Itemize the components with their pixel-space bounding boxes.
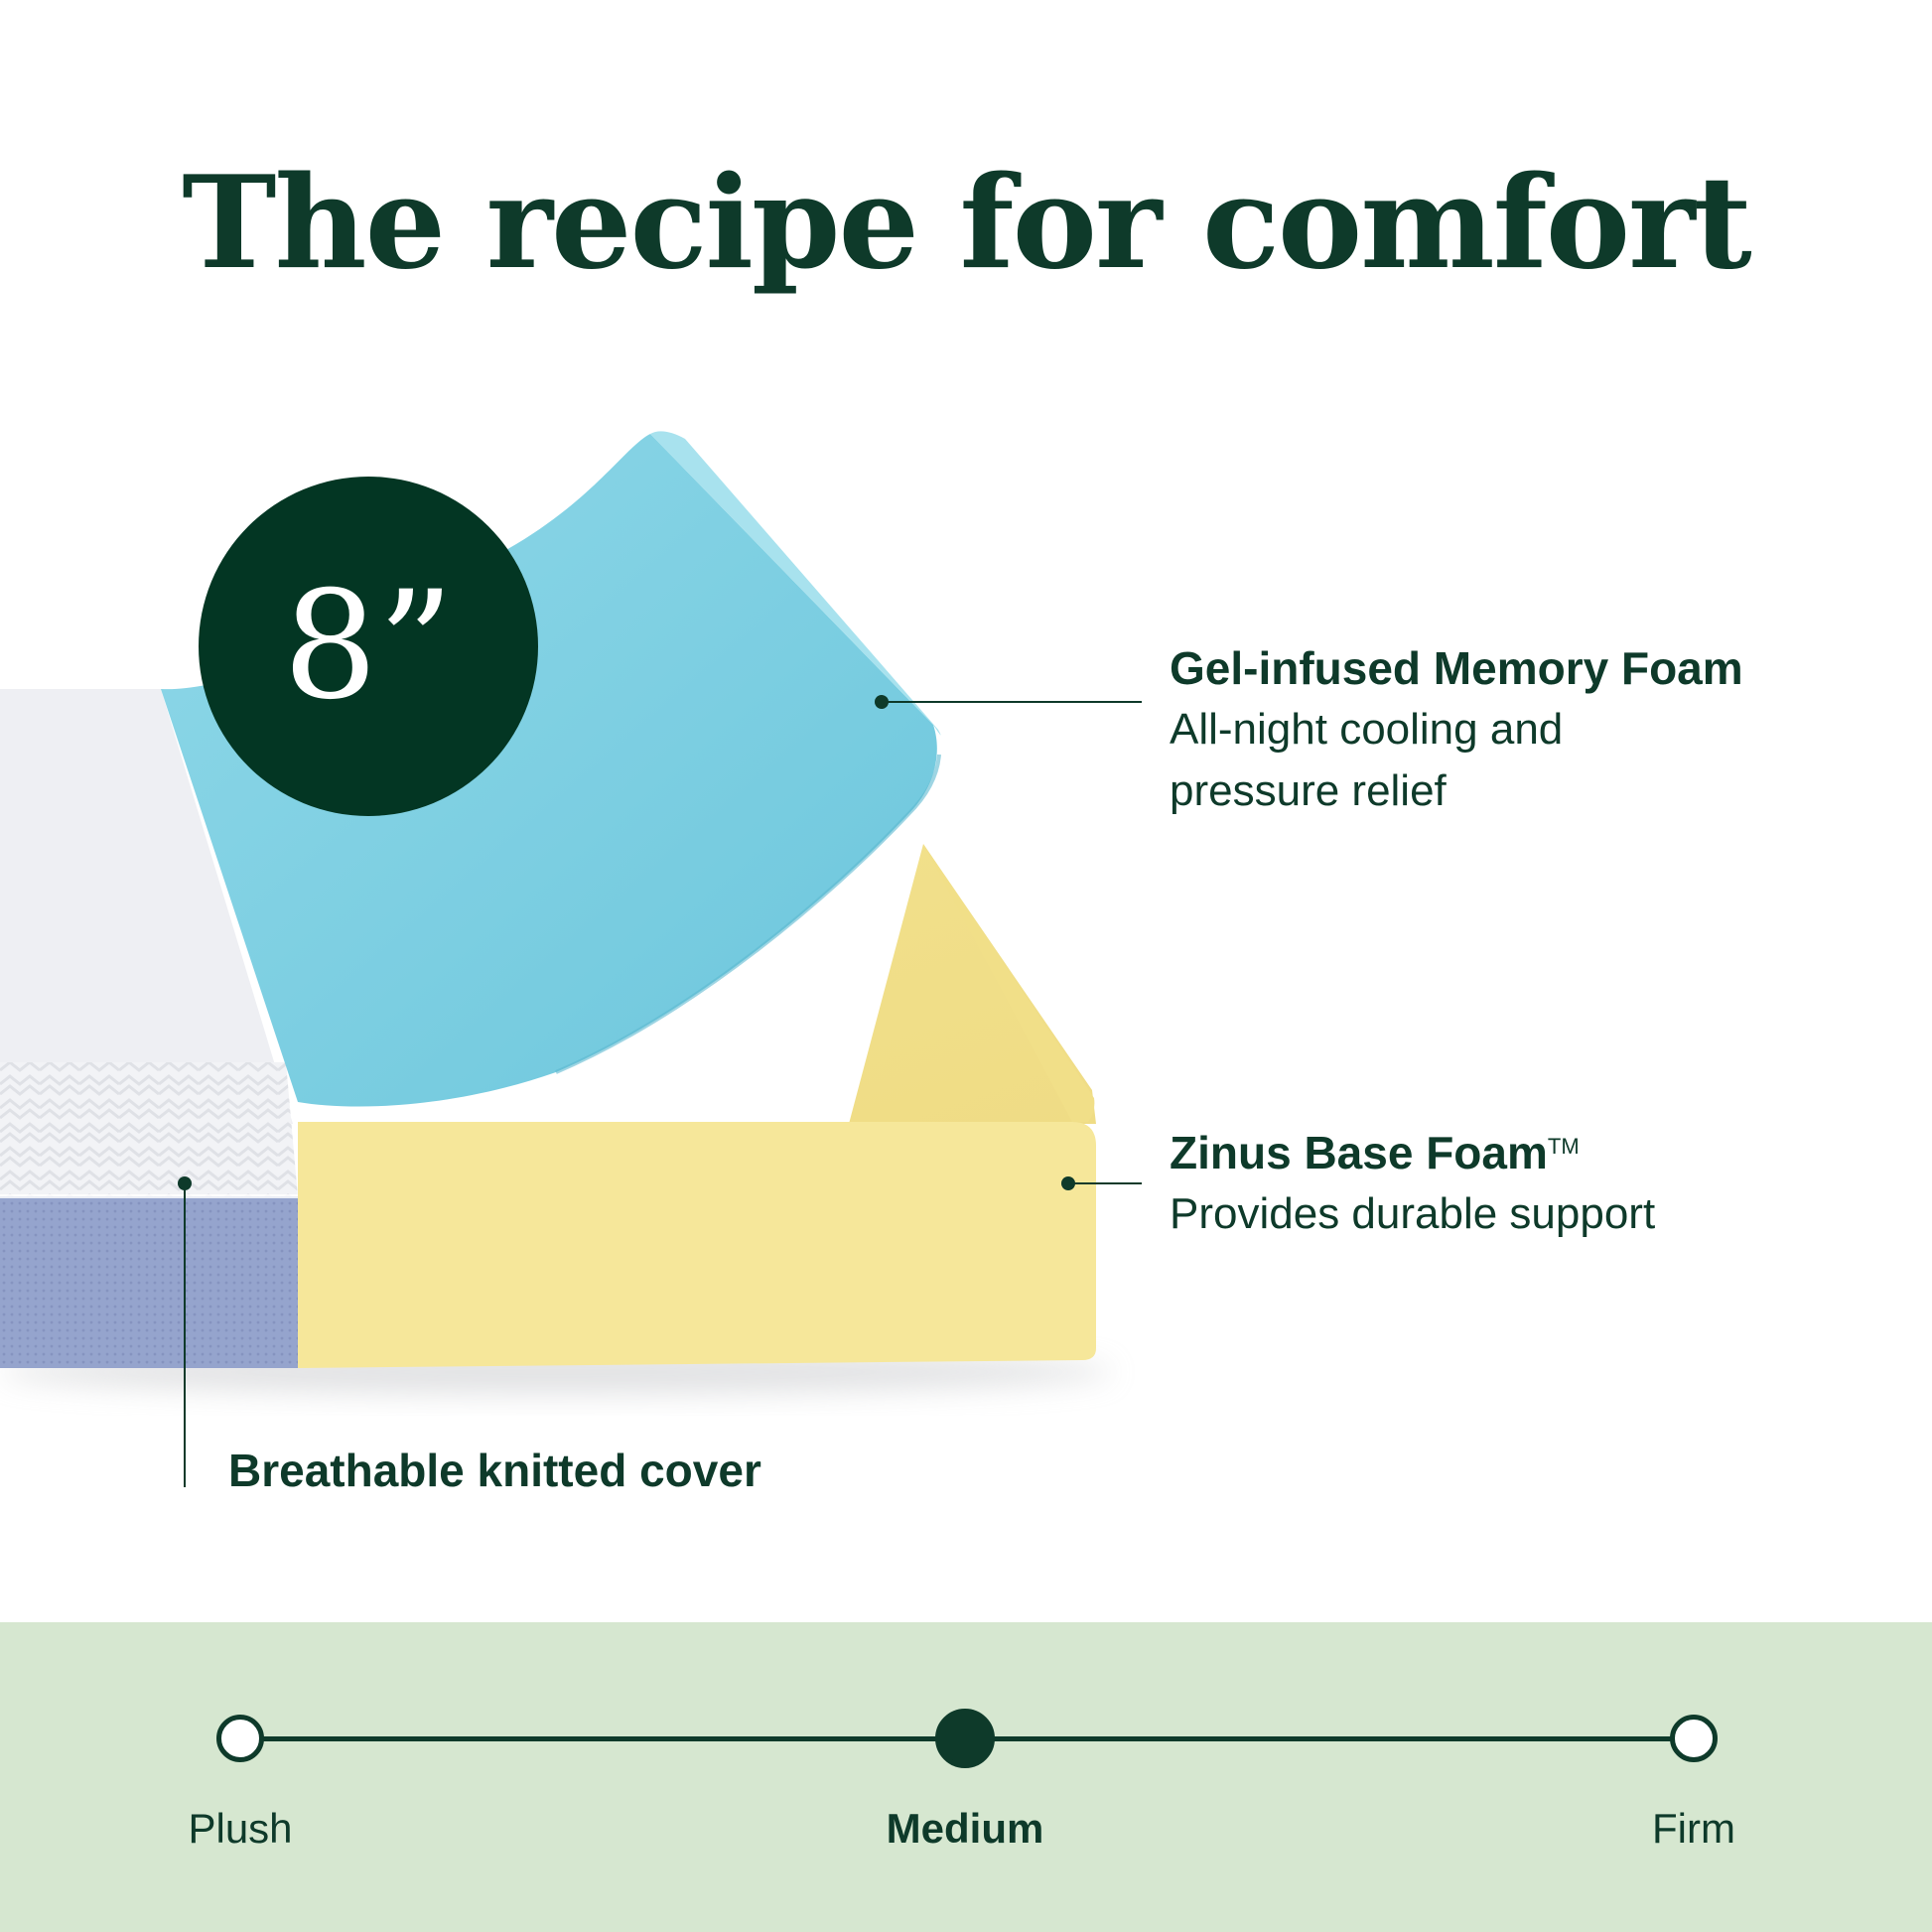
base-foam-side (298, 1122, 1096, 1368)
cover-side (0, 1196, 298, 1368)
firmness-dot-firm (1670, 1715, 1718, 1762)
page-title: The recipe for comfort (182, 149, 1751, 298)
height-badge: 8” (199, 477, 538, 816)
firmness-label-plush: Plush (188, 1805, 293, 1852)
memory-foam-label: Gel-infused Memory Foam All-night coolin… (1170, 637, 1743, 822)
base-foam-title: Zinus Base Foam (1170, 1127, 1548, 1178)
firmness-scale-panel (0, 1622, 1932, 1932)
memory-foam-desc-line1: All-night cooling and (1170, 705, 1564, 754)
firmness-dot-plush (216, 1715, 264, 1762)
memory-foam-layer (161, 434, 937, 1107)
memory-foam-title: Gel-infused Memory Foam (1170, 642, 1743, 694)
cover-knit-band (0, 1062, 298, 1196)
base-foam-top (298, 844, 1096, 1124)
height-badge-text: 8” (282, 560, 455, 733)
base-foam-label: Zinus Base FoamTM Provides durable suppo… (1170, 1122, 1655, 1245)
base-foam-desc: Provides durable support (1170, 1189, 1656, 1238)
memory-foam-desc-line2: pressure relief (1170, 766, 1447, 815)
firmness-label-firm: Firm (1652, 1805, 1735, 1852)
cover-title: Breathable knitted cover (228, 1445, 761, 1496)
cover-label: Breathable knitted cover (228, 1440, 761, 1501)
firmness-label-medium: Medium (886, 1805, 1044, 1852)
trademark-mark: TM (1547, 1134, 1580, 1159)
firmness-dot-medium (935, 1709, 995, 1768)
cover-top (0, 689, 293, 1124)
base-foam-title-row: Zinus Base FoamTM (1170, 1122, 1655, 1183)
